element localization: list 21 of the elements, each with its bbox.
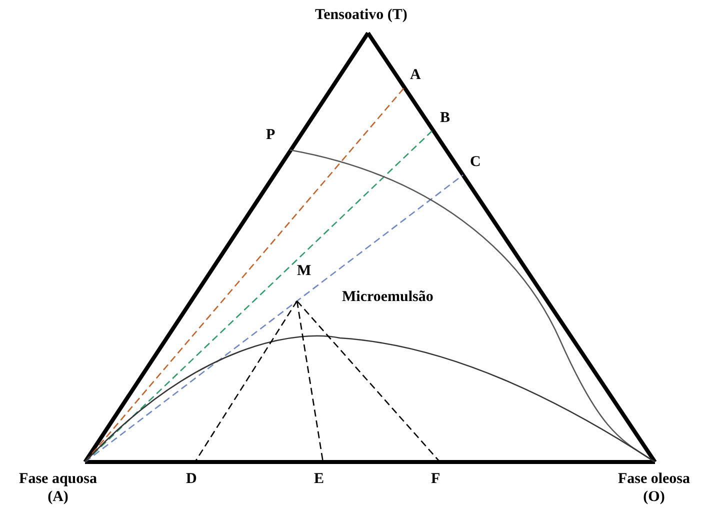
triangle-side — [366, 32, 657, 464]
vertex-label: Fase oleosa (O) — [608, 470, 700, 506]
tie-line — [296, 300, 440, 462]
point-label: E — [314, 470, 324, 488]
tie-line — [296, 300, 324, 462]
point-label: D — [186, 470, 197, 488]
phase-boundary-curve — [84, 335, 656, 463]
point-label: F — [431, 470, 440, 488]
region-label: Microemulsão — [342, 288, 434, 306]
triangle-side — [83, 32, 370, 464]
tie-line — [194, 300, 298, 462]
point-label: B — [440, 109, 450, 127]
tie-line — [84, 88, 404, 462]
vertex-label: Tensoativo (T) — [315, 6, 408, 24]
triangle-side — [85, 460, 655, 464]
point-label: M — [297, 262, 312, 280]
point-label: C — [470, 153, 481, 171]
vertex-label: Fase aquosa (A) — [12, 470, 104, 506]
point-label: A — [410, 66, 421, 84]
tie-line — [84, 174, 464, 463]
point-label: P — [266, 126, 276, 144]
